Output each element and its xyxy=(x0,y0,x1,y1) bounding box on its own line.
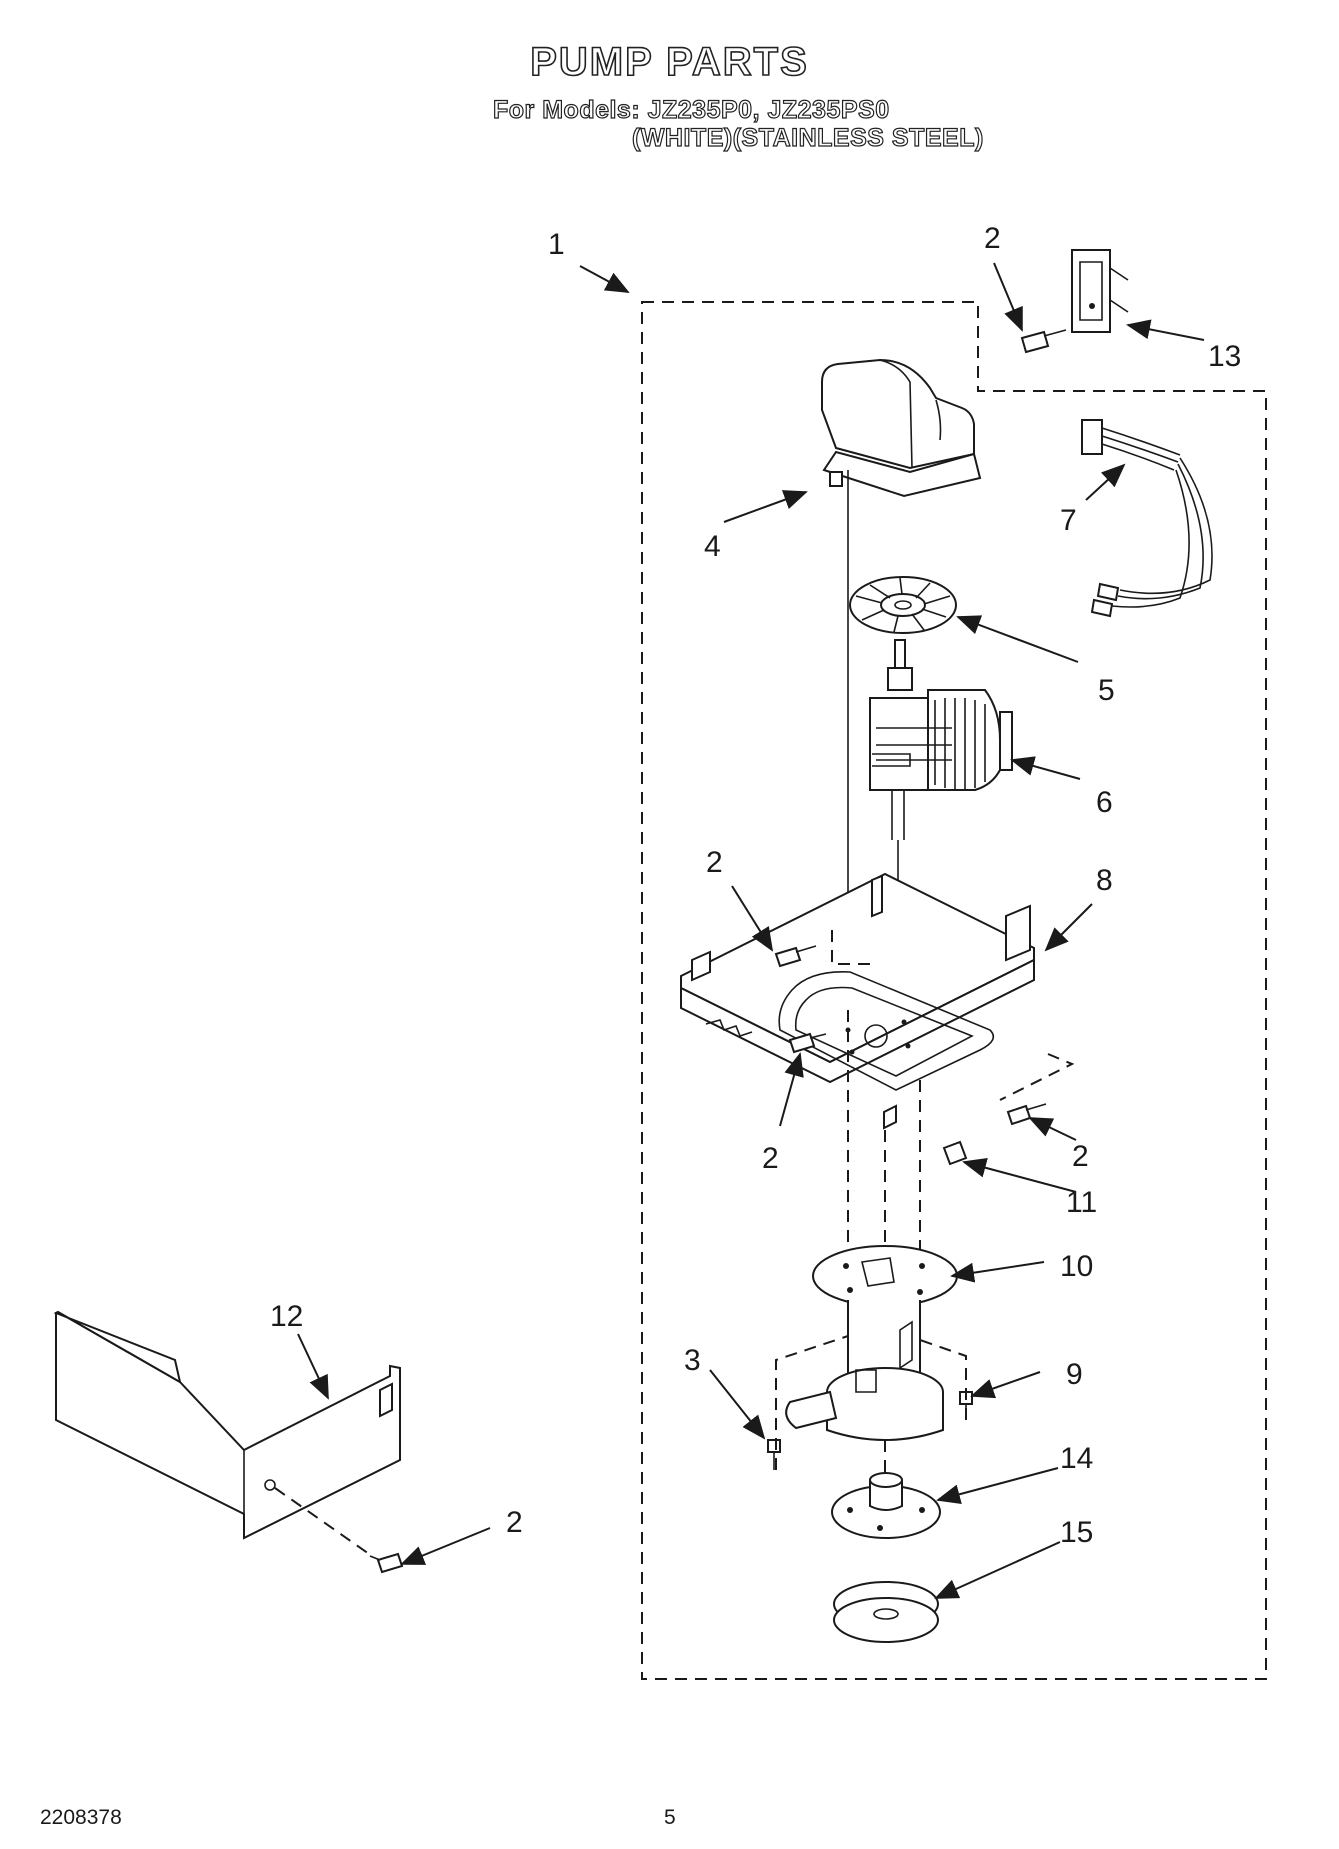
callout-9: 9 xyxy=(1066,1358,1083,1391)
callout-2: 2 xyxy=(706,846,723,879)
callout-12: 12 xyxy=(270,1300,303,1333)
part-10-pump-body xyxy=(785,1245,958,1441)
screw-3 xyxy=(767,1439,781,1470)
screw-2-right xyxy=(1006,1103,1047,1126)
screw-2-cover xyxy=(369,1552,404,1574)
callout-1: 1 xyxy=(548,228,565,261)
callout-3: 3 xyxy=(684,1344,701,1377)
callout-6: 6 xyxy=(1096,786,1113,819)
callout-15: 15 xyxy=(1060,1516,1093,1549)
part-11-clip xyxy=(942,1140,968,1166)
callout-7: 7 xyxy=(1060,504,1077,537)
part-6-motor xyxy=(869,639,1013,840)
models-line: For Models: JZ235P0, JZ235PS0 xyxy=(492,95,890,124)
screw-13 xyxy=(1020,329,1067,354)
part-4-cover xyxy=(821,358,982,498)
callout-2: 2 xyxy=(762,1142,779,1175)
page-title: PUMP PARTS xyxy=(529,39,809,85)
part-8-bracket-plate xyxy=(680,872,1035,1130)
callout-2: 2 xyxy=(506,1506,523,1539)
callout-8: 8 xyxy=(1096,864,1113,897)
callout-2: 2 xyxy=(984,222,1001,255)
page-number: 5 xyxy=(664,1806,676,1829)
callout-5: 5 xyxy=(1098,674,1115,707)
part-5-fan xyxy=(849,576,957,634)
document-number: 2208378 xyxy=(40,1806,122,1829)
part-14-impeller xyxy=(831,1472,941,1539)
part-12-panel xyxy=(53,1310,401,1540)
colors-line: (WHITE)(STAINLESS STEEL) xyxy=(631,123,984,152)
part-7-wire-harness xyxy=(1081,419,1213,618)
callout-14: 14 xyxy=(1060,1442,1093,1475)
callout-4: 4 xyxy=(704,530,721,563)
screw-2-left xyxy=(774,945,817,968)
callout-13: 13 xyxy=(1208,340,1241,373)
part-15-cap xyxy=(833,1581,939,1643)
part-13-bracket xyxy=(1071,249,1129,333)
callout-2: 2 xyxy=(1072,1140,1089,1173)
callout-10: 10 xyxy=(1060,1250,1093,1283)
screw-2-center xyxy=(788,1032,827,1054)
callout-11: 11 xyxy=(1066,1186,1097,1219)
assembly-boundary xyxy=(641,301,1267,1680)
